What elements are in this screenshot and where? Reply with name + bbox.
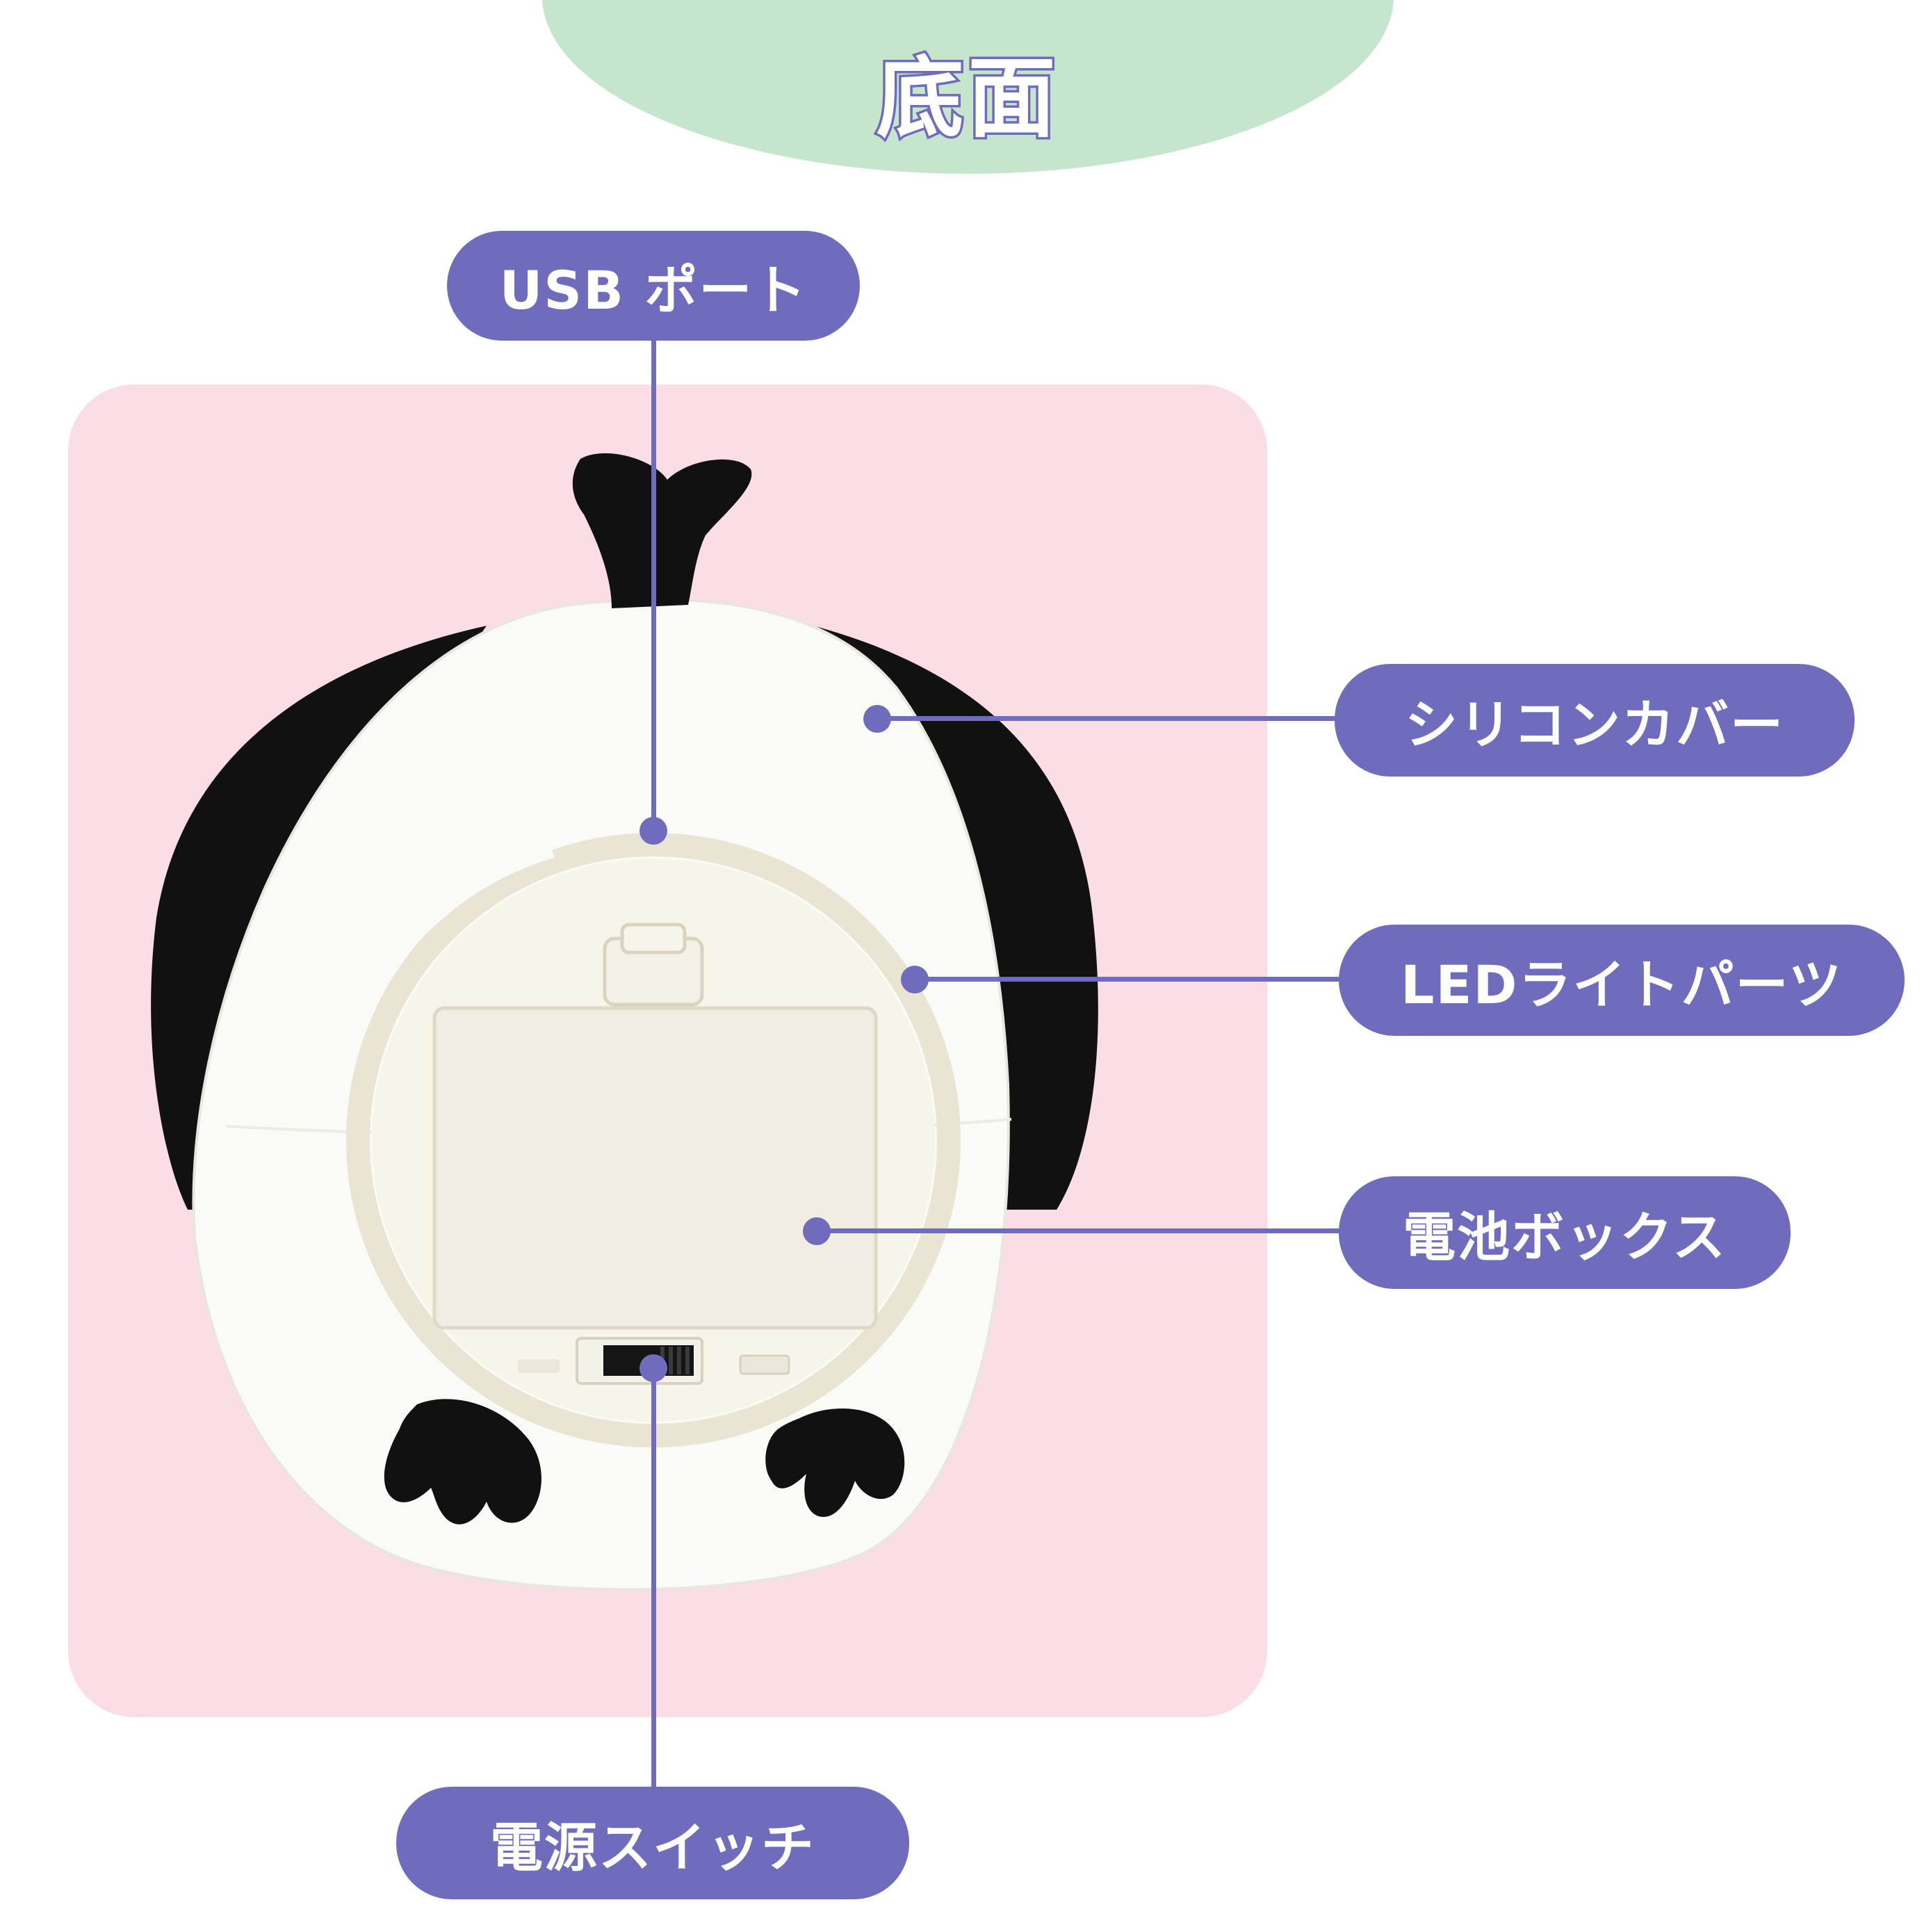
silicone-cover-leader-line xyxy=(877,716,1343,721)
latch-tab xyxy=(620,923,687,955)
switch-marking-left xyxy=(518,1359,560,1373)
silicone-cover-pointer-dot xyxy=(863,705,891,733)
ring-gap-arc xyxy=(380,845,555,977)
usb-port-label: USB ポート xyxy=(447,231,860,341)
power-switch-leader-line xyxy=(651,1368,656,1789)
switch-marking-right xyxy=(739,1354,790,1375)
led-light-parts-label: LEDライトパーツ xyxy=(1339,925,1905,1036)
silicone-cover-label: シリコンカバー xyxy=(1335,664,1855,777)
left-foot xyxy=(384,1399,541,1525)
usb-port-leader-line xyxy=(651,337,656,827)
led-light-parts-pointer-dot xyxy=(901,966,929,993)
tail xyxy=(572,453,752,608)
battery-box-pointer-dot xyxy=(803,1217,831,1245)
battery-cover xyxy=(432,1006,878,1330)
page-title: 底面 xyxy=(874,45,1060,152)
right-foot xyxy=(765,1409,905,1517)
led-light-parts-leader-line xyxy=(915,977,1346,982)
battery-box-label: 電池ボックス xyxy=(1339,1176,1791,1289)
power-switch-pointer-dot xyxy=(639,1354,667,1382)
usb-port-pointer-dot xyxy=(639,817,667,845)
battery-box-leader-line xyxy=(817,1228,1345,1233)
power-switch-label: 電源スイッチ xyxy=(396,1787,909,1899)
